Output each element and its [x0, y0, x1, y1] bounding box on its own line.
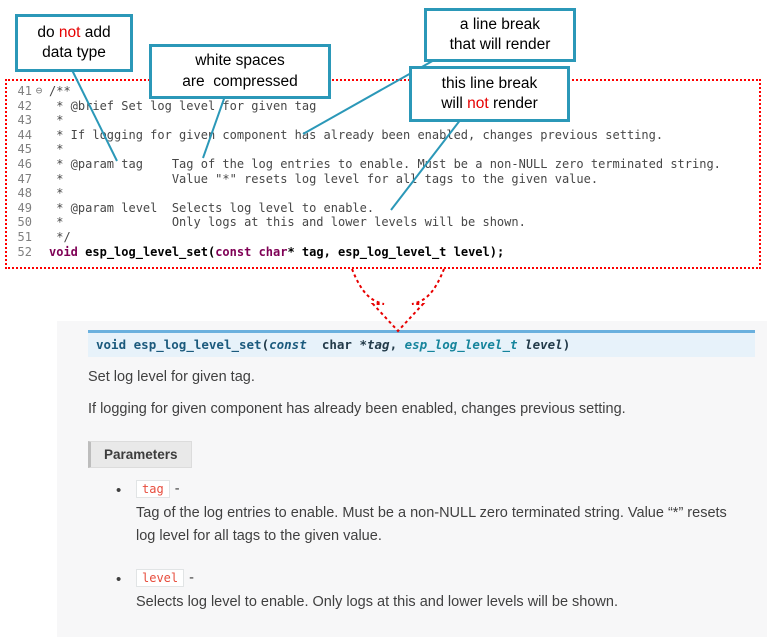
- line-number: 49: [17, 200, 32, 215]
- code-line: 50 * Only logs at this and lower levels …: [12, 215, 721, 230]
- code-line: 46 * @param tag Tag of the log entries t…: [12, 157, 721, 172]
- callout-no-datatype: do not add data type: [15, 14, 133, 72]
- code-text: *: [49, 142, 64, 157]
- doc-brief: Set log level for given tag.: [88, 369, 255, 385]
- line-number: 44: [17, 127, 32, 142]
- code-line: 42 * @brief Set log level for given tag: [12, 99, 721, 114]
- code-editor[interactable]: 41 ⊖ /** 42 * @brief Set log level for g…: [12, 84, 721, 259]
- callout-text: a line break: [459, 15, 541, 33]
- code-line: 43 *: [12, 113, 721, 128]
- bullet-icon: •: [116, 482, 122, 499]
- code-text: *: [49, 113, 64, 128]
- param-name-row: level-: [136, 569, 194, 587]
- parameters-heading: Parameters: [88, 441, 192, 468]
- fold-gutter: [32, 113, 46, 128]
- code-text: /**: [49, 84, 71, 98]
- callout-text: do not add: [37, 23, 111, 41]
- param-desc-level: Selects log level to enable. Only logs a…: [136, 594, 618, 610]
- code-text: * Value "*" resets log level for all tag…: [49, 171, 599, 186]
- callout-text: will not render: [441, 95, 538, 112]
- param-name-row: tag-: [136, 480, 180, 498]
- callout-line-break-renders: a line break that will render: [424, 8, 576, 62]
- line-number: 48: [17, 186, 32, 201]
- code-line: 48 *: [12, 186, 721, 201]
- fold-gutter: [32, 186, 46, 201]
- fold-gutter: [32, 230, 46, 245]
- fold-gutter: [32, 157, 46, 172]
- code-text: */: [49, 229, 71, 244]
- code-line: 47 * Value "*" resets log level for all …: [12, 172, 721, 187]
- code-text: * If logging for given component has alr…: [49, 127, 664, 142]
- code-text: * @param tag Tag of the log entries to e…: [49, 156, 721, 171]
- code-line: 45 *: [12, 142, 721, 157]
- fold-gutter: [32, 172, 46, 187]
- line-number: 41: [17, 84, 32, 98]
- line-number: 50: [17, 215, 32, 230]
- line-number: 52: [17, 244, 32, 259]
- fold-gutter: [32, 142, 46, 157]
- code-line: 51 */: [12, 230, 721, 245]
- code-text: * @brief Set log level for given tag: [49, 98, 317, 113]
- callout-text: data type: [42, 44, 106, 61]
- code-line-declaration: 52 void esp_log_level_set(const char* ta…: [12, 245, 721, 260]
- code-line: 44 * If logging for given component has …: [12, 128, 721, 143]
- doc-description: If logging for given component has alrea…: [88, 401, 626, 417]
- line-number: 42: [17, 98, 32, 113]
- callout-whitespace: white spaces are compressed: [149, 44, 331, 99]
- line-number: 45: [17, 142, 32, 157]
- param-desc-tag: Tag of the log entries to enable. Must b…: [136, 505, 727, 544]
- callout-text: are compressed: [182, 72, 298, 90]
- fold-gutter: [32, 201, 46, 216]
- param-name-level: level: [136, 569, 185, 587]
- function-signature: void esp_log_level_set(const char *tag, …: [88, 330, 755, 357]
- line-number: 46: [17, 156, 32, 171]
- code-line: 41 ⊖ /**: [12, 84, 721, 99]
- fold-gutter: [32, 99, 46, 114]
- line-number: 47: [17, 171, 32, 186]
- param-dash: -: [174, 481, 180, 497]
- bullet-icon: •: [116, 571, 122, 588]
- callout-line-break-not-render: this line break will not render: [409, 66, 570, 122]
- fold-icon[interactable]: ⊖: [35, 84, 43, 97]
- code-text: void esp_log_level_set(const char* tag, …: [49, 244, 505, 259]
- line-number: 43: [17, 113, 32, 128]
- code-text: * @param level Selects log level to enab…: [49, 200, 375, 215]
- callout-text: white spaces: [195, 52, 285, 70]
- callout-text: that will render: [449, 36, 551, 53]
- fold-gutter: [32, 128, 46, 143]
- code-text: *: [49, 186, 64, 201]
- param-dash: -: [189, 570, 194, 586]
- param-name-tag: tag: [136, 480, 170, 498]
- code-line: 49 * @param level Selects log level to e…: [12, 201, 721, 216]
- fold-gutter: [32, 215, 46, 230]
- callout-text: this line break: [441, 74, 538, 92]
- line-number: 51: [17, 229, 32, 244]
- fold-gutter: [32, 245, 46, 260]
- code-text: * Only logs at this and lower levels wil…: [49, 215, 526, 230]
